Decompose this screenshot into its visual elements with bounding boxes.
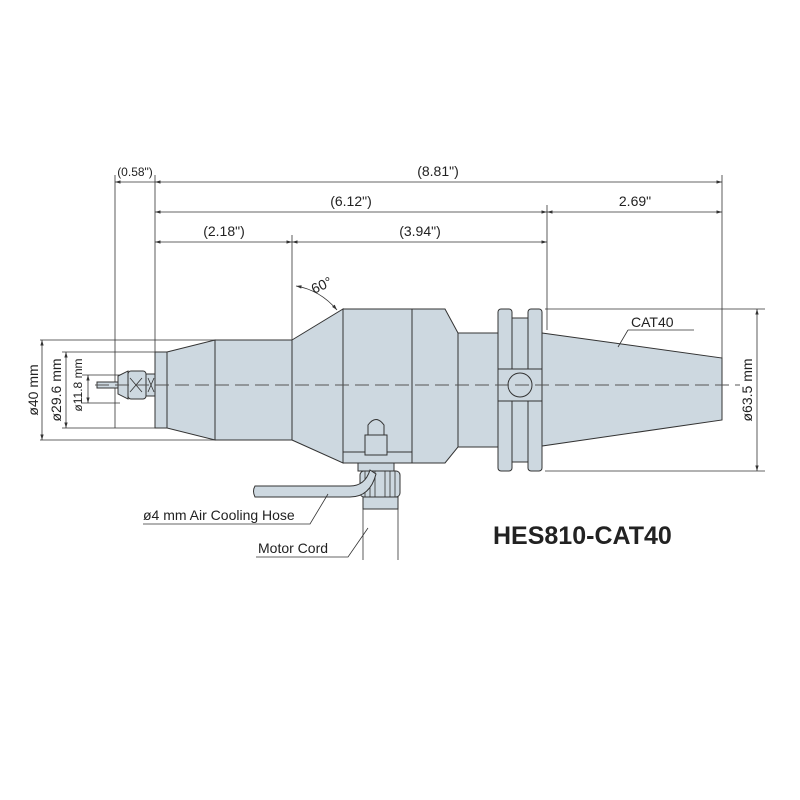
dim-overall: (8.81") bbox=[417, 163, 459, 179]
spindle-body bbox=[96, 308, 723, 510]
dim-overhang: (0.58") bbox=[117, 165, 153, 179]
dim-dia-40: ø40 mm bbox=[25, 364, 41, 415]
label-air-hose: ø4 mm Air Cooling Hose bbox=[143, 507, 295, 523]
dim-dia-63-5: ø63.5 mm bbox=[739, 358, 755, 421]
dim-nose-length: (2.18") bbox=[203, 223, 245, 239]
dim-dia-11-8: ø11.8 mm bbox=[71, 358, 85, 411]
leader-lines bbox=[143, 329, 694, 558]
dim-angle: 60° bbox=[309, 273, 335, 296]
model-title: HES810-CAT40 bbox=[493, 522, 672, 550]
dim-mid-length: (3.94") bbox=[399, 223, 441, 239]
label-cat40: CAT40 bbox=[631, 314, 674, 330]
dimension-lines bbox=[40, 180, 759, 471]
dim-dia-29-6: ø29.6 mm bbox=[48, 358, 64, 421]
dim-shank-length: 2.69" bbox=[619, 193, 651, 209]
cat40-taper bbox=[541, 332, 723, 447]
label-motor-cord: Motor Cord bbox=[258, 540, 328, 556]
air-hose bbox=[253, 469, 377, 498]
dim-body-length: (6.12") bbox=[330, 193, 372, 209]
